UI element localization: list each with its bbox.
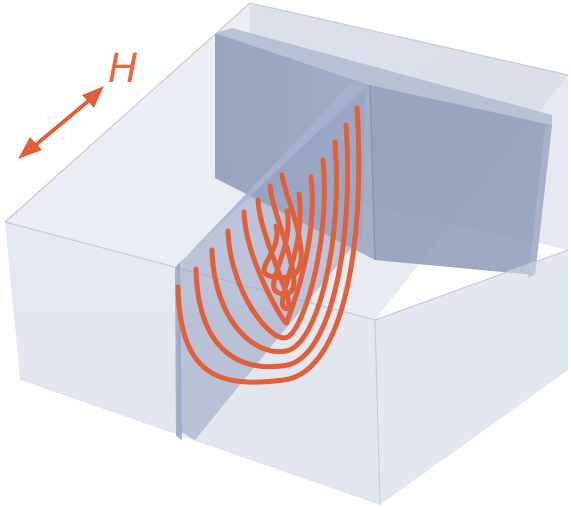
field-line	[175, 105, 362, 385]
field-label: H	[108, 46, 138, 92]
slab-wall-top-edge	[175, 85, 365, 268]
back-wall-right-edge	[528, 125, 552, 278]
back-wall-seam	[369, 84, 376, 261]
block-vertical-edge	[374, 319, 381, 506]
field-arrow-head-upper	[82, 86, 104, 108]
field-arrow	[18, 86, 104, 159]
field-arrow-shaft	[30, 96, 94, 150]
field-line	[225, 157, 327, 341]
field-line	[241, 174, 315, 326]
back-wall-top-edge	[215, 28, 552, 125]
field-line	[209, 139, 340, 355]
field-line	[261, 172, 304, 281]
field-line	[193, 122, 351, 370]
back-wall-right-panel	[370, 85, 552, 275]
field-line	[267, 183, 297, 297]
field-line	[255, 191, 303, 311]
block-front-right-face	[375, 250, 568, 505]
field-lines	[175, 105, 362, 385]
field-arrow-head-lower	[18, 137, 42, 159]
block-edges	[4, 2, 569, 223]
